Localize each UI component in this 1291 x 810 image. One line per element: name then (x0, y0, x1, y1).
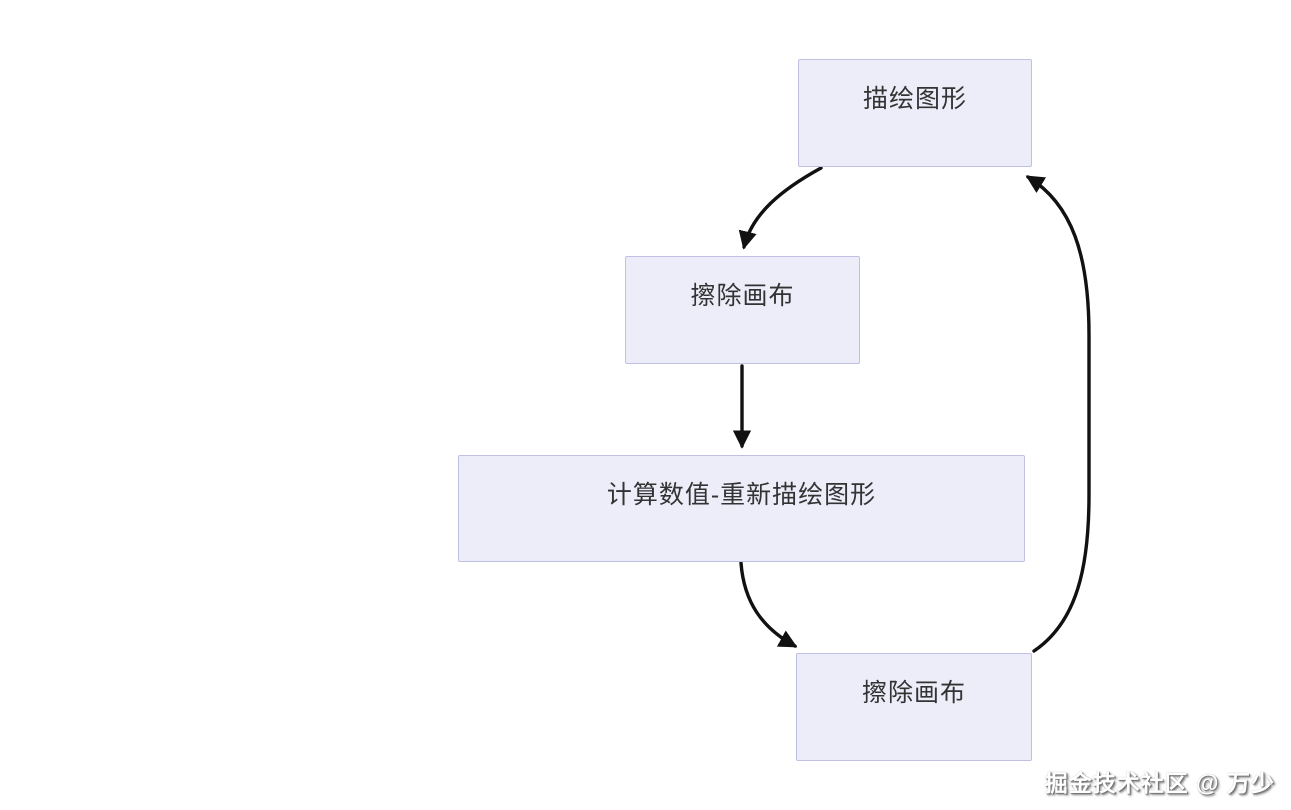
watermark: 掘金技术社区 @ 万少 (1044, 770, 1275, 796)
node-erase-canvas-1: 擦除画布 (625, 256, 860, 364)
node-compute-redraw-label: 计算数值-重新描绘图形 (606, 481, 877, 509)
node-erase-canvas-1-label: 擦除画布 (690, 282, 795, 310)
edge-draw-to-erase1 (738, 166, 823, 250)
node-draw-shape: 描绘图形 (798, 59, 1032, 167)
node-draw-shape-label: 描绘图形 (862, 85, 967, 113)
node-erase-canvas-2-label: 擦除画布 (861, 679, 966, 707)
edge-erase2-to-draw (1025, 175, 1091, 653)
node-erase-canvas-2: 擦除画布 (796, 653, 1032, 761)
node-compute-redraw: 计算数值-重新描绘图形 (458, 455, 1025, 562)
edge-compute-to-erase2 (739, 561, 798, 648)
